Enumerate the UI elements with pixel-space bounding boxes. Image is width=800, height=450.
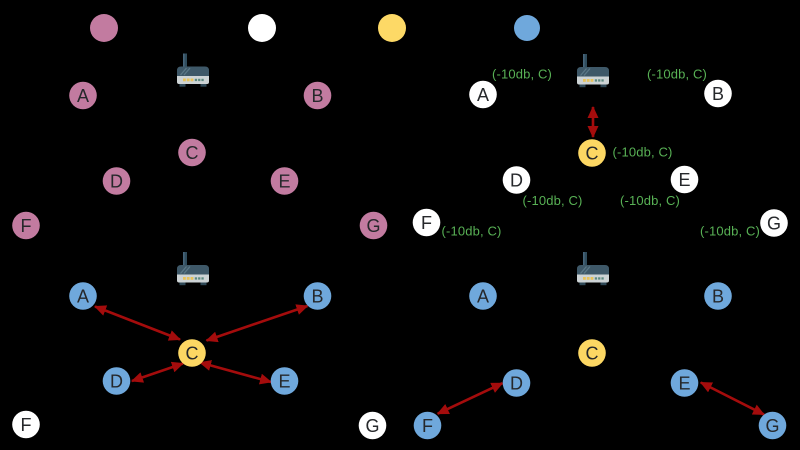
svg-text:B: B bbox=[712, 287, 724, 307]
svg-text:E: E bbox=[678, 374, 690, 394]
svg-text:C: C bbox=[186, 344, 199, 364]
svg-text:A: A bbox=[477, 287, 489, 307]
svg-text:A: A bbox=[77, 86, 89, 106]
svg-text:(-10db, C): (-10db, C) bbox=[492, 67, 552, 82]
svg-text:D: D bbox=[510, 171, 523, 191]
svg-text:(-10db, C): (-10db, C) bbox=[700, 224, 760, 239]
svg-text:G: G bbox=[366, 216, 380, 236]
svg-text:B: B bbox=[712, 84, 724, 104]
svg-text:F: F bbox=[21, 216, 32, 236]
svg-text:F: F bbox=[421, 213, 432, 233]
svg-text:C: C bbox=[186, 143, 199, 163]
svg-text:B: B bbox=[311, 86, 323, 106]
svg-text:E: E bbox=[278, 372, 290, 392]
svg-text:C: C bbox=[586, 344, 599, 364]
svg-text:(-10db, C): (-10db, C) bbox=[647, 67, 707, 82]
svg-text:F: F bbox=[422, 416, 433, 436]
svg-text:A: A bbox=[77, 287, 89, 307]
svg-text:G: G bbox=[765, 416, 779, 436]
svg-text:E: E bbox=[278, 172, 290, 192]
svg-text:C: C bbox=[586, 144, 599, 164]
svg-text:(-10db, C): (-10db, C) bbox=[613, 145, 673, 160]
svg-text:D: D bbox=[110, 172, 123, 192]
svg-text:B: B bbox=[311, 287, 323, 307]
svg-text:(-10db, C): (-10db, C) bbox=[620, 193, 680, 208]
svg-text:A: A bbox=[477, 85, 489, 105]
svg-text:D: D bbox=[110, 372, 123, 392]
svg-text:D: D bbox=[510, 374, 523, 394]
svg-text:E: E bbox=[678, 170, 690, 190]
svg-text:G: G bbox=[767, 214, 781, 234]
svg-text:(-10db, C): (-10db, C) bbox=[442, 224, 502, 239]
svg-text:F: F bbox=[21, 415, 32, 435]
svg-text:G: G bbox=[365, 416, 379, 436]
svg-text:(-10db, C): (-10db, C) bbox=[523, 193, 583, 208]
